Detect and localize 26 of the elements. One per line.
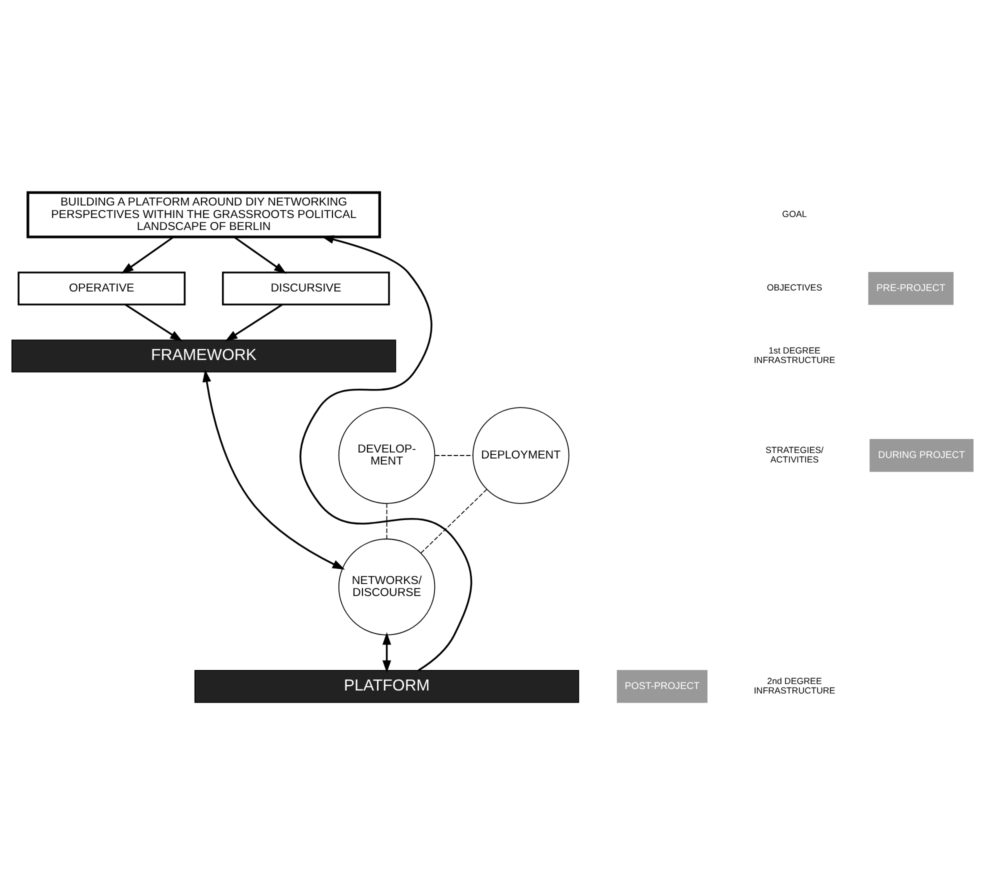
connector [434,455,474,456]
connector [420,489,488,554]
label: 2nd DEGREE INFRASTRUCTURE [754,676,836,696]
node-box: OPERATIVE [18,272,186,306]
label: POST-PROJECT [624,680,700,692]
node-circle: DEPLOYMENT [472,407,570,504]
arrow [382,632,392,673]
label: STRATEGIES/ ACTIVITIES [766,444,824,465]
arrow [202,370,345,570]
label: OBJECTIVES [766,282,822,293]
node-circle: NETWORKS/ DISCOURSE [338,538,436,636]
node-box: FRAMEWORK [11,340,396,372]
label: GOAL [782,208,807,219]
connector [386,503,388,540]
label: PRE-PROJECT [876,282,946,294]
arrow [300,235,472,672]
node-box: BUILDING A PLATFORM AROUND DIY NETWORKING PERSPECTIVES WITHIN THE GRASSROOTS POLITICAL LANDSCAPE OF BERLIN [26,191,382,238]
arrow [121,236,174,274]
node-box: DISCURSIVE [222,272,390,306]
arrow [234,236,286,274]
arrow [225,304,283,342]
label: DURING PROJECT [878,450,965,461]
node-circle: DEVELOP- MENT [338,407,436,504]
node-box: PLATFORM [194,670,580,703]
label: 1st DEGREE INFRASTRUCTURE [754,345,836,366]
arrow [124,304,182,342]
